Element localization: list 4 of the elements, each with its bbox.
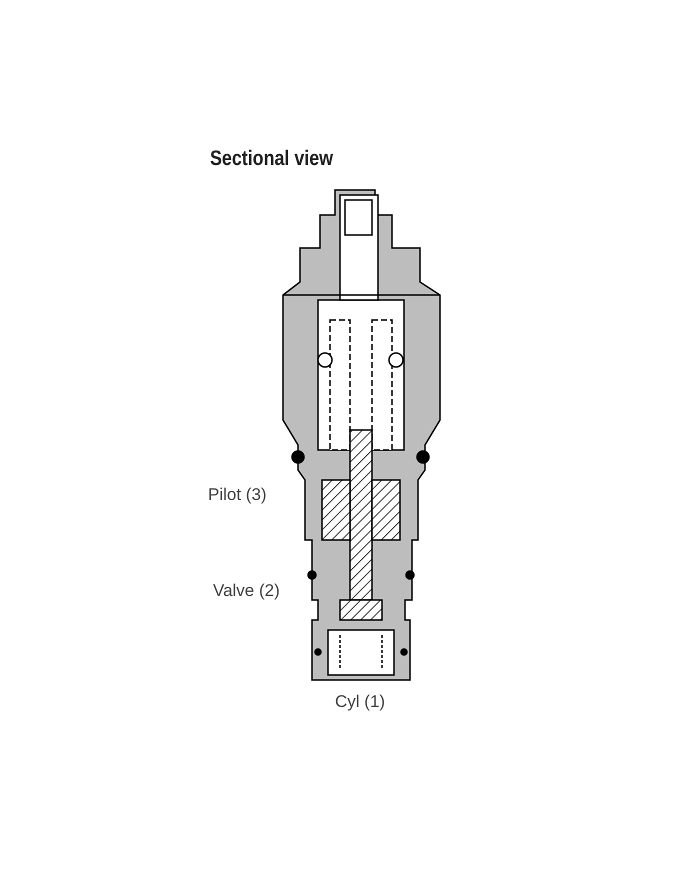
port-label: Cyl (1)	[335, 692, 386, 712]
diagram-title: Sectional view	[210, 147, 334, 171]
port-label: Valve (2)	[213, 581, 280, 601]
port-label: Pilot (3)	[208, 485, 267, 505]
